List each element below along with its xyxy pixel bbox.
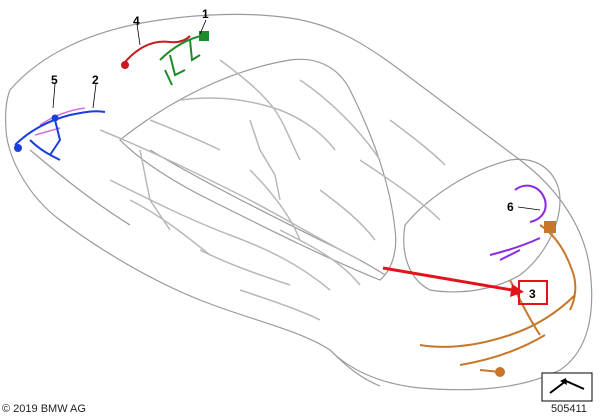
car-body-outline [5,13,593,391]
callout-6: 6 [507,200,514,214]
callout-3: 3 [529,287,536,301]
callout-3-highlight-box [518,280,548,305]
callout-1: 1 [202,7,209,21]
navigation-arrow-icon [541,372,593,402]
highlight-arrow [382,266,524,297]
harness-6-purple [489,184,547,261]
harness-2-blue [14,110,106,161]
harness-4-red [121,35,191,69]
figure-number: 505411 [551,403,587,415]
harness-1-green [159,31,209,86]
harness-3-orange [419,221,577,377]
callout-leaders [52,19,541,211]
copyright-text: © 2019 BMW AG [2,403,86,415]
harness-5-pink [34,107,86,136]
callout-5: 5 [51,73,58,87]
callout-2: 2 [92,73,99,87]
gray-harness-network [99,59,446,321]
callout-4: 4 [133,14,140,28]
